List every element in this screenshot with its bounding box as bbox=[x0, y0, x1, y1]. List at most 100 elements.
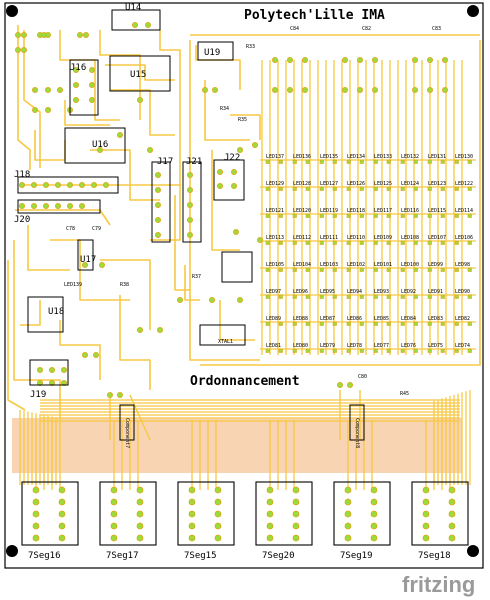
pad bbox=[214, 498, 222, 506]
led-label: LED118 bbox=[347, 208, 365, 214]
led-label: LED75 bbox=[428, 343, 443, 349]
pad bbox=[55, 202, 62, 209]
r38-label: R38 bbox=[120, 282, 129, 288]
led-pad bbox=[373, 186, 378, 191]
c80-label: C80 bbox=[358, 374, 367, 380]
j16-label: J16 bbox=[70, 63, 86, 73]
led-pad bbox=[346, 267, 351, 272]
pad bbox=[356, 87, 363, 94]
led-pad bbox=[332, 240, 337, 245]
r45-label: R45 bbox=[400, 391, 409, 397]
pad bbox=[411, 87, 418, 94]
led-pad bbox=[454, 294, 459, 299]
led-pad bbox=[413, 186, 418, 191]
pad bbox=[216, 182, 223, 189]
pad bbox=[186, 216, 193, 223]
led-label: LED96 bbox=[293, 289, 308, 295]
led-pad bbox=[413, 321, 418, 326]
led-pad bbox=[332, 213, 337, 218]
led-pad bbox=[454, 240, 459, 245]
led-pad bbox=[467, 267, 472, 272]
seven-seg-label: 7Seg15 bbox=[184, 551, 217, 561]
seven-seg-outline bbox=[333, 481, 391, 546]
trace bbox=[204, 80, 250, 141]
pad bbox=[422, 498, 430, 506]
pad bbox=[370, 522, 378, 530]
pad bbox=[256, 236, 263, 243]
pad bbox=[441, 57, 448, 64]
pad bbox=[136, 326, 143, 333]
led-pad bbox=[332, 321, 337, 326]
pad bbox=[77, 32, 84, 39]
pad bbox=[45, 32, 52, 39]
pad bbox=[344, 534, 352, 542]
led-pad bbox=[359, 213, 364, 218]
led-label: LED132 bbox=[401, 154, 419, 160]
led-pad bbox=[332, 186, 337, 191]
pad bbox=[20, 32, 27, 39]
trace bbox=[174, 195, 190, 291]
led-pad bbox=[319, 186, 324, 191]
pad bbox=[266, 534, 274, 542]
j20-label: J20 bbox=[14, 215, 30, 225]
led-label: LED90 bbox=[455, 289, 470, 295]
pad bbox=[58, 510, 66, 518]
led-label: LED79 bbox=[320, 343, 335, 349]
pad bbox=[266, 486, 274, 494]
pad bbox=[154, 186, 161, 193]
pad bbox=[422, 534, 430, 542]
led-pad bbox=[454, 186, 459, 191]
pad bbox=[32, 522, 40, 530]
trace bbox=[17, 25, 31, 170]
pad bbox=[448, 486, 456, 494]
j21-label: J21 bbox=[186, 157, 202, 167]
pad bbox=[344, 498, 352, 506]
pad bbox=[144, 21, 151, 28]
part-outline bbox=[182, 161, 202, 243]
led-label: LED122 bbox=[455, 181, 473, 187]
pad bbox=[251, 141, 258, 148]
led-pad bbox=[386, 186, 391, 191]
r34-label: R34 bbox=[220, 106, 229, 112]
trace bbox=[27, 225, 70, 271]
pad bbox=[14, 47, 21, 54]
led-pad bbox=[413, 213, 418, 218]
led-pad bbox=[400, 240, 405, 245]
pad bbox=[341, 87, 348, 94]
led-label: LED82 bbox=[455, 316, 470, 322]
led-pad bbox=[265, 267, 270, 272]
u18-label: U18 bbox=[48, 307, 64, 317]
pad bbox=[89, 82, 96, 89]
seven-seg-label: 7Seg20 bbox=[262, 551, 295, 561]
pad bbox=[32, 87, 39, 94]
j19-label: J19 bbox=[30, 390, 46, 400]
led-pad bbox=[386, 213, 391, 218]
pad bbox=[186, 201, 193, 208]
led-pad bbox=[319, 267, 324, 272]
led-label: LED76 bbox=[401, 343, 416, 349]
led-pad bbox=[373, 348, 378, 353]
led-pad bbox=[265, 213, 270, 218]
led-label: LED119 bbox=[320, 208, 338, 214]
trace bbox=[129, 394, 151, 441]
c82-label: C82 bbox=[362, 26, 371, 32]
part-outline bbox=[17, 199, 101, 214]
u15-label: U15 bbox=[130, 70, 146, 80]
led-pad bbox=[278, 267, 283, 272]
seven-seg-label: 7Seg19 bbox=[340, 551, 373, 561]
led-pad bbox=[346, 186, 351, 191]
pad bbox=[117, 391, 124, 398]
led-label: LED113 bbox=[266, 235, 284, 241]
trace bbox=[230, 114, 261, 140]
trace bbox=[64, 100, 110, 126]
component-pads bbox=[14, 21, 456, 542]
pad bbox=[20, 47, 27, 54]
part-outline bbox=[197, 41, 234, 61]
pad bbox=[136, 97, 143, 104]
led-pad bbox=[413, 348, 418, 353]
pad bbox=[214, 510, 222, 518]
led-label: LED127 bbox=[320, 181, 338, 187]
pad bbox=[57, 87, 64, 94]
led-pad bbox=[427, 213, 432, 218]
led-pad bbox=[359, 321, 364, 326]
